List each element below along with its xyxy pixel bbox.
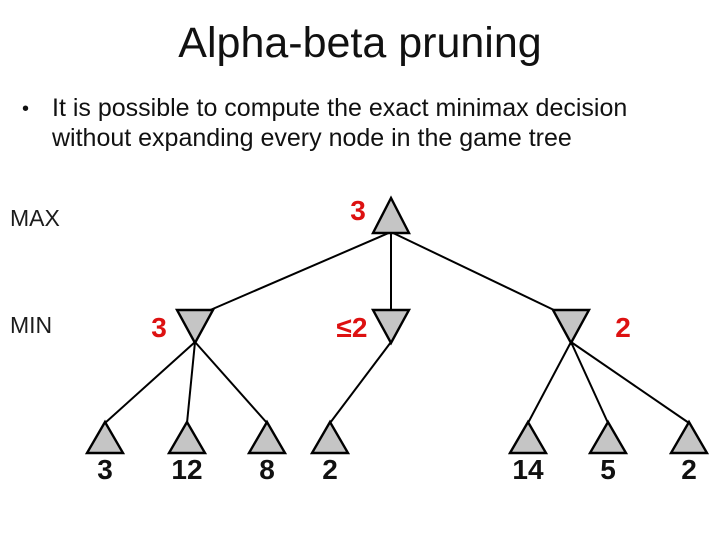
edge-min1-leaf3 [194, 341, 268, 424]
bullet-line-1: It is possible to compute the exact mini… [52, 94, 628, 122]
edge-min3-leaf5 [527, 341, 572, 424]
edge-min1-leaf2 [186, 341, 196, 424]
min-level-label: MIN [10, 312, 53, 338]
leaf-value-7: 2 [681, 454, 697, 485]
min-node-3 [550, 308, 592, 346]
leaf-node-4 [309, 419, 351, 455]
leaf-node-3 [246, 419, 288, 455]
leaf-value-1: 3 [97, 454, 113, 485]
bullet-text: It is possible to compute the exact mini… [52, 93, 702, 153]
leaf-value-3: 8 [259, 454, 275, 485]
leaf-node-1 [84, 419, 126, 455]
leaf-value-6: 5 [600, 454, 616, 485]
edge-root-min3 [390, 231, 557, 312]
leaf-value-2: 12 [171, 454, 203, 485]
root-value: 3 [350, 195, 366, 226]
edge-root-min1 [207, 231, 392, 312]
edge-min2-leaf4 [329, 341, 392, 424]
leaf-node-7 [668, 419, 710, 455]
leaf-value-4: 2 [322, 454, 338, 485]
min2-value: ≤2 [336, 312, 368, 343]
tree-nodes [84, 195, 710, 455]
min-node-1 [174, 308, 216, 346]
bullet-line-2: without expanding every node in the game… [52, 124, 572, 152]
min1-value: 3 [151, 312, 167, 343]
min-node-2 [370, 308, 412, 346]
leaf-node-2 [166, 419, 208, 455]
edge-min1-leaf1 [104, 341, 196, 424]
min3-value: 2 [615, 312, 631, 343]
edge-min3-leaf6 [570, 341, 609, 424]
max-level-label: MAX [10, 205, 60, 231]
leaf-node-5 [507, 419, 549, 455]
edge-min3-leaf7 [570, 341, 690, 424]
leaf-value-5: 14 [512, 454, 544, 485]
tree-edges [104, 231, 690, 424]
slide-title: Alpha-beta pruning [178, 19, 542, 67]
leaf-node-6 [587, 419, 629, 455]
bullet-marker: • [22, 98, 30, 120]
max-root-node [371, 195, 411, 235]
